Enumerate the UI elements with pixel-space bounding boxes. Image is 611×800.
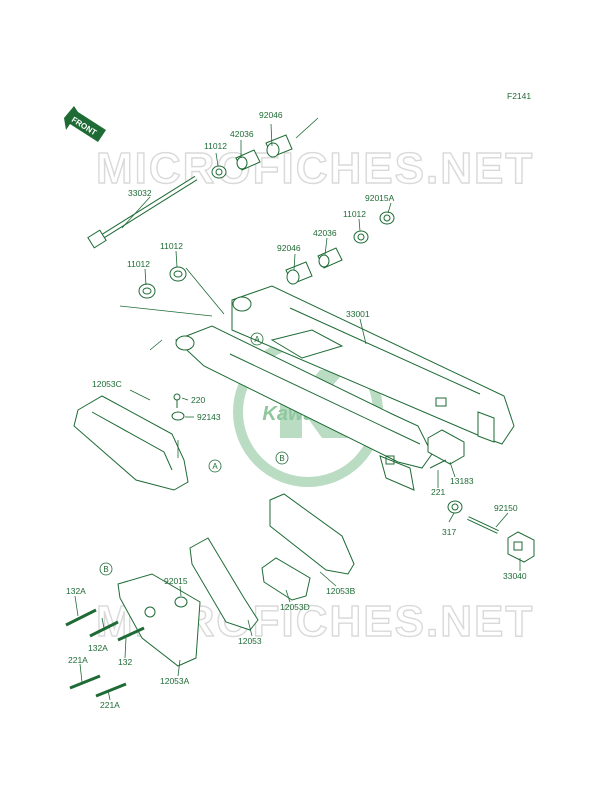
label-11012-left: 11012 — [160, 241, 183, 251]
label-42036-mid: 42036 — [313, 228, 337, 238]
label-221A-1: 221A — [68, 655, 88, 665]
label-92143: 92143 — [197, 412, 221, 422]
bearing-stack-top — [211, 117, 319, 179]
label-11012-top: 11012 — [204, 141, 227, 151]
swingarm-33001 — [175, 285, 515, 491]
ref-marker-a-1: A — [250, 332, 264, 346]
label-92046-top: 92046 — [259, 110, 283, 120]
nut-92015 — [174, 596, 188, 608]
collar-92143 — [171, 411, 185, 458]
chain-guide-12053D — [261, 557, 311, 601]
label-12053: 12053 — [238, 636, 262, 646]
svg-text:B: B — [103, 565, 108, 574]
part-labels: 92046 42036 11012 33032 92015A 11012 420… — [66, 110, 527, 710]
label-12053C: 12053C — [92, 379, 122, 389]
label-11012-mid: 11012 — [343, 209, 366, 219]
label-12053B: 12053B — [326, 586, 356, 596]
leader-lines — [74, 123, 521, 701]
label-92015A: 92015A — [365, 193, 395, 203]
bolts-lower-left — [65, 608, 145, 698]
plate-13183 — [427, 429, 465, 465]
label-33032: 33032 — [128, 188, 152, 198]
label-92015: 92015 — [164, 576, 188, 586]
label-11012-left2: 11012 — [127, 259, 150, 269]
label-220: 220 — [191, 395, 205, 405]
label-12053D: 12053D — [280, 602, 310, 612]
label-33001: 33001 — [346, 309, 370, 319]
label-132: 132 — [118, 657, 132, 667]
label-221A-2: 221A — [100, 700, 120, 710]
label-132A-1: 132A — [66, 586, 86, 596]
front-arrow-icon: FRONT — [64, 106, 106, 142]
bolt-221 — [429, 459, 447, 469]
svg-text:B: B — [279, 454, 284, 463]
bolt-92150 — [467, 516, 499, 534]
label-12053A: 12053A — [160, 676, 190, 686]
label-221: 221 — [431, 487, 445, 497]
svg-text:A: A — [254, 335, 260, 344]
label-13183: 13183 — [450, 476, 474, 486]
diagram-code: F2141 — [507, 91, 531, 101]
block-33040 — [507, 531, 535, 563]
ref-marker-b-2: B — [99, 562, 113, 576]
label-132A-2: 132A — [88, 643, 108, 653]
chain-slider-12053C — [73, 395, 189, 491]
chain-guide-12053B — [269, 493, 355, 575]
nut-317 — [447, 500, 463, 514]
ref-marker-a-2: A — [208, 459, 222, 473]
label-92150: 92150 — [494, 503, 518, 513]
axle-33032 — [87, 175, 198, 249]
bearing-stack-mid — [285, 211, 395, 285]
bearings-left — [119, 266, 225, 351]
watermark-top: MICROFICHES.NET — [96, 144, 534, 193]
label-33040: 33040 — [503, 571, 527, 581]
label-92046-mid: 92046 — [277, 243, 301, 253]
label-317: 317 — [442, 527, 456, 537]
label-42036-top: 42036 — [230, 129, 254, 139]
ref-marker-b-1: B — [275, 451, 289, 465]
chain-guide-12053 — [189, 537, 259, 631]
bolt-220 — [173, 393, 181, 408]
svg-text:A: A — [212, 462, 218, 471]
